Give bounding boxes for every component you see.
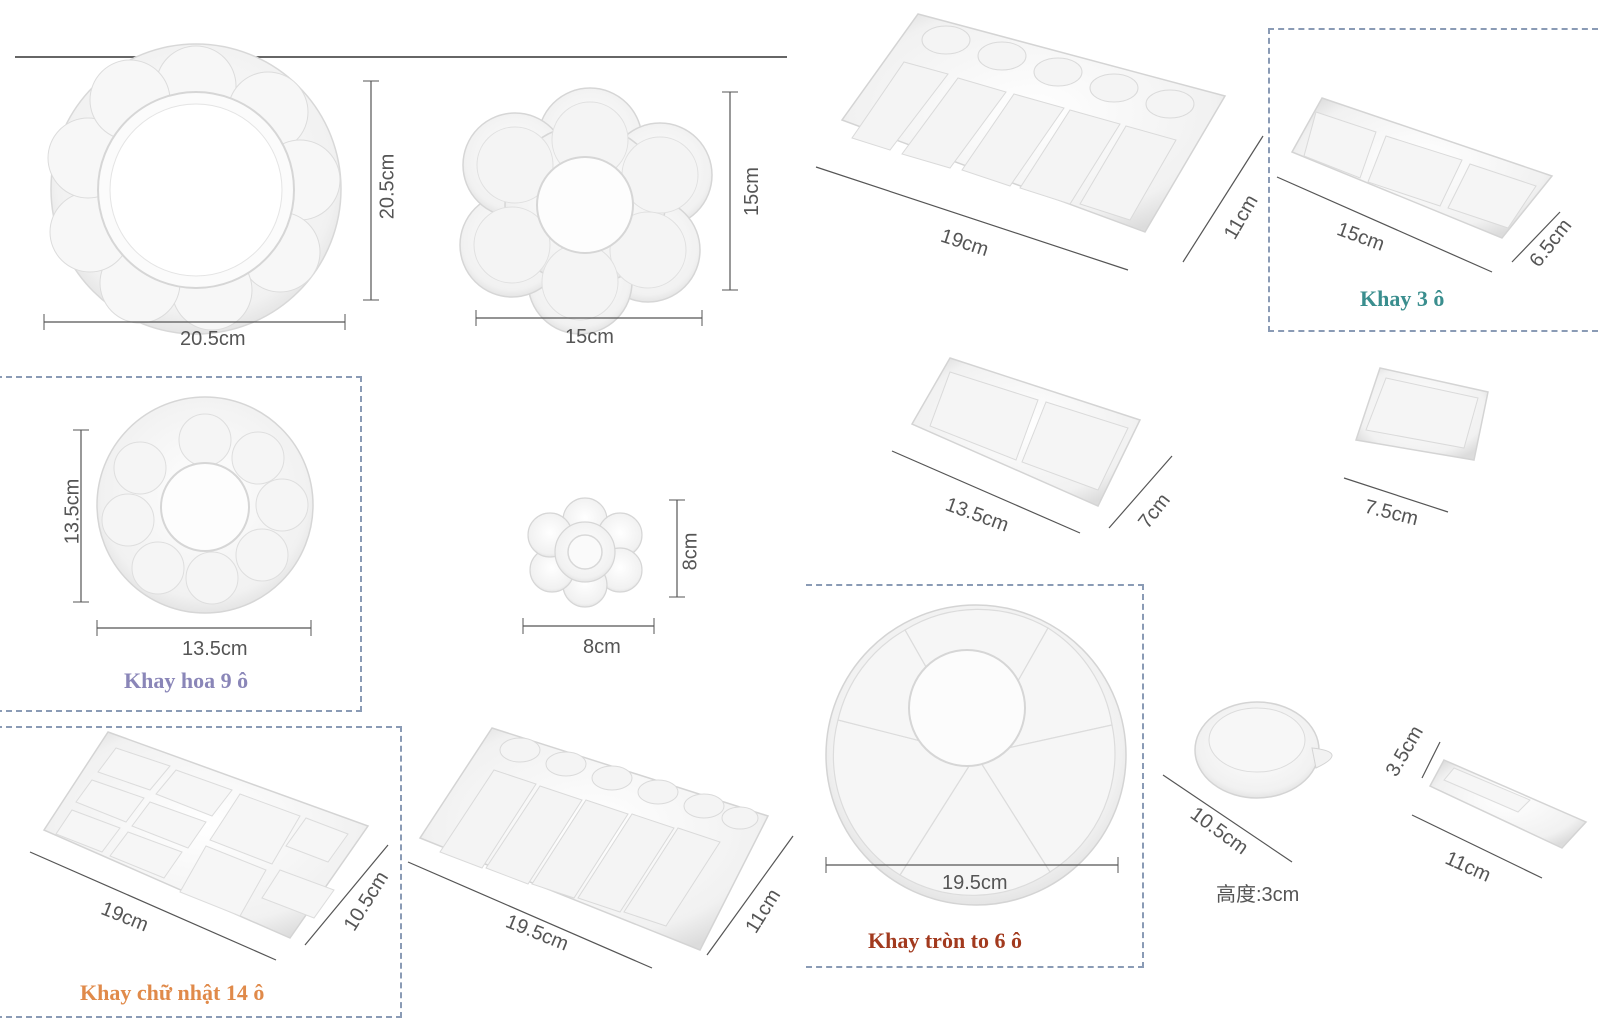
brush-rest [1428, 759, 1588, 849]
dim-flower-small-width: 8cm [583, 636, 621, 658]
dim-flower-large-width: 20.5cm [180, 328, 246, 350]
flower-palette-medium [459, 87, 713, 335]
bowl-with-spout [1194, 701, 1333, 799]
frame-tray3 [1268, 28, 1598, 332]
rect-palette-14-wells [42, 731, 370, 939]
dim-flower-medium-height: 15cm [740, 167, 763, 216]
frame-round6 [806, 584, 1144, 968]
rect-palette-10-wells [840, 13, 1227, 233]
flower-palette-9-wells [96, 396, 314, 614]
caption-rect14: Khay chữ nhật 14 ô [80, 980, 265, 1005]
flower-palette-small [527, 497, 643, 608]
dim-flower9-width: 13.5cm [182, 638, 248, 660]
rect-palette-round-wells [418, 727, 770, 951]
dim-flower-large-height: 20.5cm [376, 153, 399, 220]
dim-flower-small-height: 8cm [679, 532, 702, 571]
tray-3-wells [1290, 97, 1554, 239]
caption-round6: Khay tròn to 6 ô [868, 928, 1022, 953]
dim-flower9-height: 13.5cm [61, 478, 84, 545]
square-cup [1355, 367, 1489, 461]
caption-flower9: Khay hoa 9 ô [124, 668, 249, 693]
frame-flower9 [0, 376, 362, 712]
frame-rect14 [0, 726, 402, 1018]
caption-tray3: Khay 3 ô [1360, 286, 1445, 311]
tray-2-wells [910, 357, 1142, 507]
round-palette-6-wells [825, 604, 1127, 906]
dim-round6-diameter: 19.5cm [942, 872, 1008, 894]
dim-bowl-height: 高度:3cm [1216, 884, 1300, 906]
dim-flower-medium-width: 15cm [565, 326, 614, 348]
flower-palette-large [47, 43, 342, 335]
